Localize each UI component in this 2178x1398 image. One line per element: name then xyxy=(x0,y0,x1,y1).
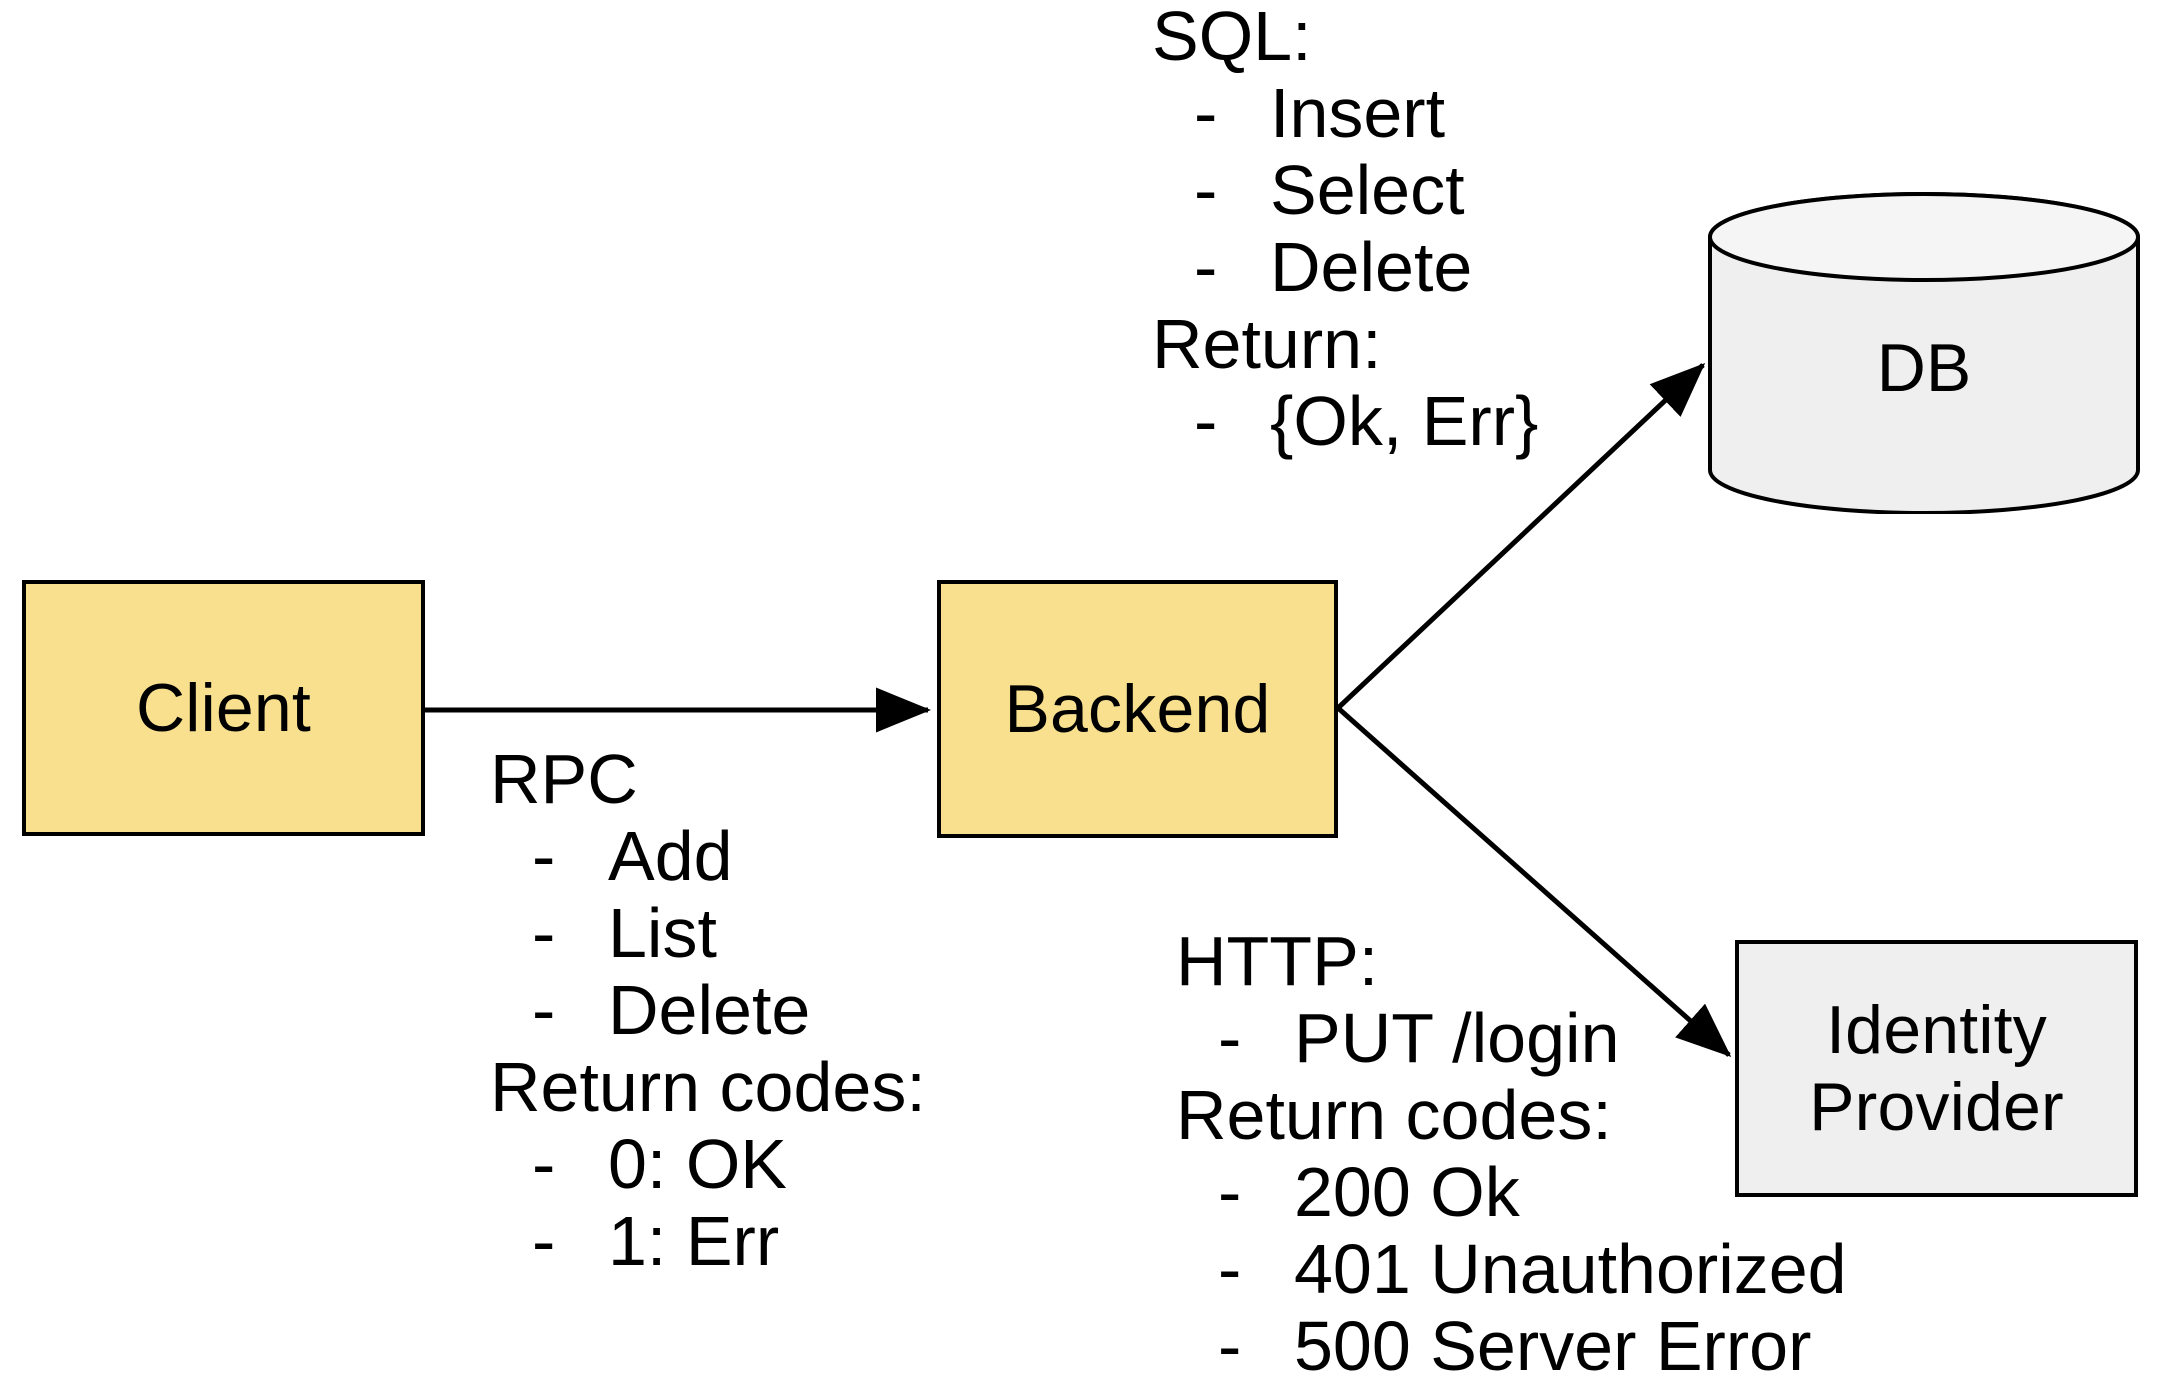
node-identity-provider-label: Identity Provider xyxy=(1809,992,2064,1144)
annotation-sql-item-label: Delete xyxy=(1270,228,1473,306)
annotation-http-return-item-label: 500 Server Error xyxy=(1294,1307,1812,1385)
annotation-rpc-return-item-label: 0: OK xyxy=(608,1125,787,1203)
annotation-sql-return-item-label: {Ok, Err} xyxy=(1270,382,1539,460)
annotation-sql-item-label: Select xyxy=(1270,151,1465,229)
annotation-sql-heading: SQL: xyxy=(1152,0,1312,75)
node-idp-label-line1: Identity xyxy=(1826,992,2047,1069)
node-db-label: DB xyxy=(1876,330,1972,406)
bullet-dash: - xyxy=(1194,74,1218,152)
bullet-dash: - xyxy=(1218,999,1242,1077)
annotation-rpc-item-label: Add xyxy=(608,817,733,895)
annotation-sql: SQL: -Insert -Select -Delete Return: -{O… xyxy=(1152,0,1538,460)
annotation-http-heading: HTTP: xyxy=(1176,922,1379,1000)
annotation-http-return-heading: Return codes: xyxy=(1176,1076,1612,1154)
annotation-http-return-item-label: 401 Unauthorized xyxy=(1294,1230,1847,1308)
annotation-rpc-return-heading: Return codes: xyxy=(490,1048,926,1126)
annotation-http-return-item-401: -401 Unauthorized xyxy=(1176,1231,1847,1308)
bullet-dash: - xyxy=(1194,228,1218,306)
bullet-dash: - xyxy=(532,817,556,895)
annotation-sql-item-select: -Select xyxy=(1152,152,1538,229)
node-client-label: Client xyxy=(135,669,312,746)
node-idp-label-line2: Provider xyxy=(1809,1068,2064,1145)
node-backend[interactable]: Backend xyxy=(937,580,1338,838)
bullet-dash: - xyxy=(1218,1230,1242,1308)
annotation-rpc-item-delete: -Delete xyxy=(490,972,926,1049)
annotation-rpc-return-item-ok: -0: OK xyxy=(490,1126,926,1203)
annotation-sql-return-item: -{Ok, Err} xyxy=(1152,383,1538,460)
annotation-sql-item-delete: -Delete xyxy=(1152,229,1538,306)
bullet-dash: - xyxy=(1194,151,1218,229)
annotation-rpc-return-item-label: 1: Err xyxy=(608,1202,780,1280)
bullet-dash: - xyxy=(532,1125,556,1203)
annotation-http: HTTP: -PUT /login Return codes: -200 Ok … xyxy=(1176,923,1847,1385)
annotation-rpc-item-label: List xyxy=(608,894,717,972)
bullet-dash: - xyxy=(1218,1307,1242,1385)
annotation-sql-return-heading: Return: xyxy=(1152,305,1382,383)
annotation-rpc-heading: RPC xyxy=(490,740,638,818)
annotation-rpc-item-label: Delete xyxy=(608,971,811,1049)
annotation-rpc-return-item-err: -1: Err xyxy=(490,1203,926,1280)
bullet-dash: - xyxy=(532,894,556,972)
node-backend-label: Backend xyxy=(1004,670,1271,747)
annotation-rpc-item-add: -Add xyxy=(490,818,926,895)
bullet-dash: - xyxy=(532,971,556,1049)
annotation-http-item-put-login: -PUT /login xyxy=(1176,1000,1847,1077)
annotation-http-return-item-label: 200 Ok xyxy=(1294,1153,1520,1231)
db-cylinder-shape xyxy=(1708,192,2140,514)
node-client[interactable]: Client xyxy=(22,580,425,836)
node-identity-provider[interactable]: Identity Provider xyxy=(1735,940,2138,1197)
annotation-http-return-item-500: -500 Server Error xyxy=(1176,1308,1847,1385)
annotation-rpc-item-list: -List xyxy=(490,895,926,972)
bullet-dash: - xyxy=(1218,1153,1242,1231)
annotation-sql-item-insert: -Insert xyxy=(1152,75,1538,152)
bullet-dash: - xyxy=(1194,382,1218,460)
bullet-dash: - xyxy=(532,1202,556,1280)
node-db[interactable]: DB xyxy=(1708,192,2140,514)
annotation-http-return-item-200: -200 Ok xyxy=(1176,1154,1847,1231)
annotation-sql-item-label: Insert xyxy=(1270,74,1446,152)
annotation-http-item-label: PUT /login xyxy=(1294,999,1620,1077)
annotation-rpc: RPC -Add -List -Delete Return codes: -0:… xyxy=(490,741,926,1280)
